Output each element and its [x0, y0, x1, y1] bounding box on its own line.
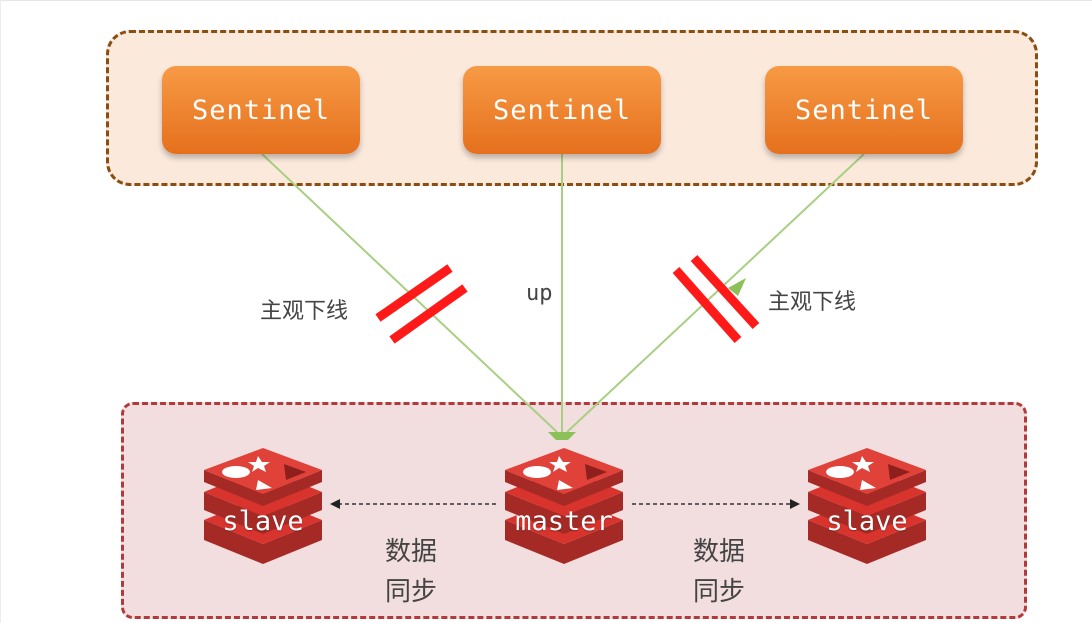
redis-node-label: master — [515, 506, 613, 537]
redis-node-label: slave — [222, 506, 304, 537]
redis-logo-icon — [204, 448, 322, 564]
redis-slave-right: slave — [800, 448, 934, 564]
redis-node-label: slave — [826, 506, 908, 537]
sentinel-node-3: Sentinel — [765, 66, 963, 154]
arrow-head-master — [548, 432, 576, 440]
sync-line-1: 数据 — [692, 537, 745, 567]
link-line-right — [566, 153, 865, 433]
redis-slave-left: slave — [196, 448, 330, 564]
redis-master: master — [497, 448, 631, 564]
sync-line-1: 数据 — [384, 537, 437, 567]
redis-logo-icon — [505, 448, 623, 564]
subjective-down-label-right: 主观下线 — [768, 290, 857, 315]
subjective-down-label-left: 主观下线 — [260, 299, 349, 324]
data-sync-label-left: 数据 同步 — [376, 532, 446, 612]
down-mark-left — [375, 264, 468, 344]
arrow-head-right — [728, 278, 746, 296]
redis-logo-icon — [808, 448, 926, 564]
sentinel-node-1: Sentinel — [162, 66, 360, 154]
sync-line-2: 同步 — [692, 577, 745, 607]
sync-arrow-left — [330, 499, 340, 509]
up-label: up — [526, 281, 553, 306]
sync-arrow-right — [790, 499, 800, 509]
down-mark-right — [672, 254, 760, 343]
sentinel-node-2: Sentinel — [463, 66, 661, 154]
data-sync-label-right: 数据 同步 — [684, 532, 754, 612]
sync-line-2: 同步 — [384, 577, 437, 607]
